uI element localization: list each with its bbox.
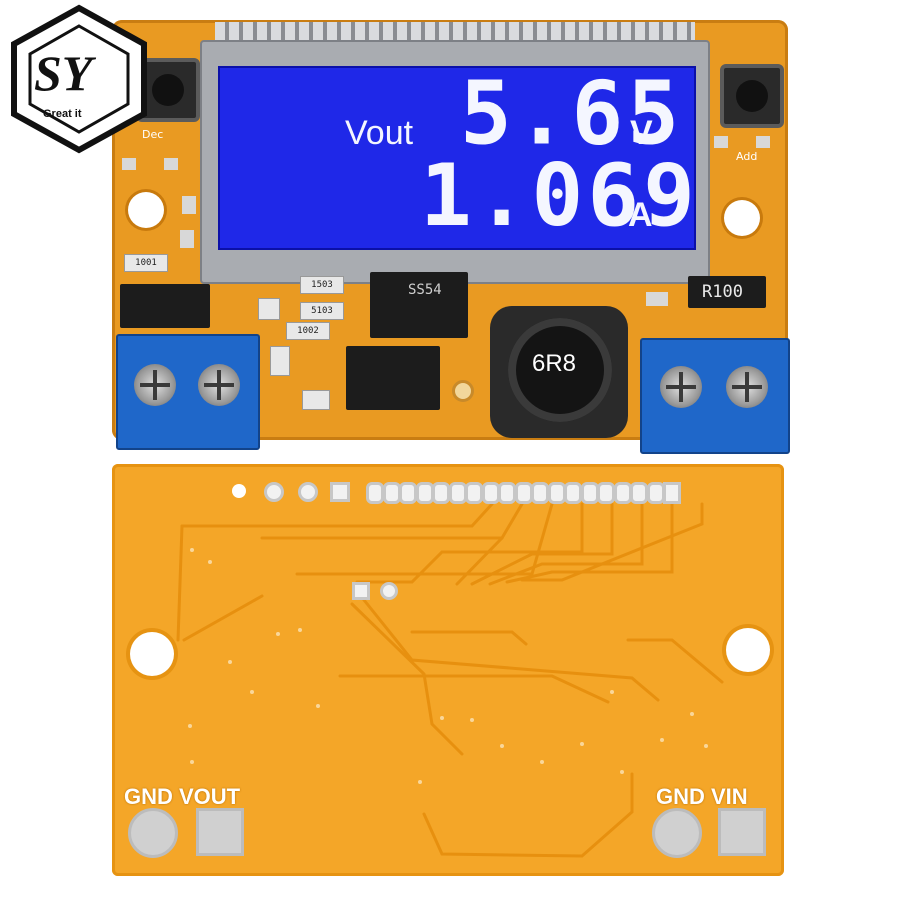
via (190, 548, 194, 552)
mounting-hole-left-bottom (130, 632, 174, 676)
gnd-in-pad (652, 808, 702, 858)
via (620, 770, 624, 774)
resistor-5103: 5103 (300, 302, 344, 320)
via (276, 632, 280, 636)
via (208, 560, 212, 564)
via (316, 704, 320, 708)
gnd-out-pad (128, 808, 178, 858)
resistor-1001: 1001 (124, 254, 168, 272)
via (470, 718, 474, 722)
pin-pad (232, 484, 246, 498)
add-button-cap (736, 80, 768, 112)
vin-pad (718, 808, 766, 856)
lcd-screen (218, 66, 696, 250)
mounting-hole-right-bottom (726, 628, 770, 672)
smd-resistor (302, 390, 330, 410)
lcd-pin-header (215, 22, 695, 44)
pin-pad-square (352, 582, 370, 600)
smd-pad (646, 292, 668, 306)
lcd-header-pad (663, 482, 681, 504)
via (298, 628, 302, 632)
via (250, 690, 254, 694)
shunt-label: R100 (702, 282, 743, 302)
logo-subtitle: Great it (43, 108, 82, 120)
smd-pad (714, 136, 728, 148)
via (580, 742, 584, 746)
dec-label: Dec (142, 128, 164, 141)
screw-terminal[interactable] (660, 366, 702, 408)
via (228, 660, 232, 664)
mounting-hole-right (724, 200, 760, 236)
add-button[interactable] (720, 64, 784, 128)
lcd-pad-row (366, 480, 686, 504)
diode-ss54: SS54 (370, 272, 468, 338)
via (690, 712, 694, 716)
lcd-current-unit: A (628, 196, 653, 234)
output-terminal-block (116, 334, 260, 450)
logo-letters: SY (34, 45, 93, 101)
via (188, 724, 192, 728)
via (500, 744, 504, 748)
screw-terminal[interactable] (726, 366, 768, 408)
smd-pad (182, 196, 196, 214)
dec-button-cap (152, 74, 184, 106)
via (418, 780, 422, 784)
via (440, 716, 444, 720)
pin-pad (264, 482, 284, 502)
resistor-1002: 1002 (286, 322, 330, 340)
inductor-label: 6R8 (532, 350, 577, 377)
pcb-traces (176, 502, 724, 858)
inductor-core (508, 318, 612, 422)
lcd-voltage-label: Vout (345, 114, 414, 152)
smd-pad (164, 158, 178, 170)
smd-pad (756, 136, 770, 148)
input-terminal-block (640, 338, 790, 454)
smd-resistor (270, 346, 290, 376)
gnd-vin-label: GND VIN (656, 784, 748, 809)
smd-pad (180, 230, 194, 248)
vout-pad (196, 808, 244, 856)
screw-terminal[interactable] (134, 364, 176, 406)
add-label: Add (736, 150, 758, 163)
mounting-hole-left (128, 192, 164, 228)
smd-pad (122, 158, 136, 170)
controller-ic (346, 346, 440, 410)
diode-label: SS54 (408, 282, 442, 298)
diode-component (120, 284, 210, 328)
via (704, 744, 708, 748)
screw-terminal[interactable] (198, 364, 240, 406)
smd-cap (258, 298, 280, 320)
resistor-1503: 1503 (300, 276, 344, 294)
via (660, 738, 664, 742)
gnd-vout-label: GND VOUT (124, 784, 241, 809)
via (190, 760, 194, 764)
via (610, 690, 614, 694)
lcd-current-value: 1.069 (420, 146, 699, 246)
lcd-voltage-unit: V (630, 114, 653, 152)
brand-logo (11, 4, 147, 154)
lcd-voltage-value: 5.65 (460, 63, 684, 165)
pin-pad-square (330, 482, 350, 502)
test-via (452, 380, 474, 402)
shunt-resistor: R100 (688, 276, 766, 308)
via (540, 760, 544, 764)
pin-pad (380, 582, 398, 600)
pin-pad (298, 482, 318, 502)
